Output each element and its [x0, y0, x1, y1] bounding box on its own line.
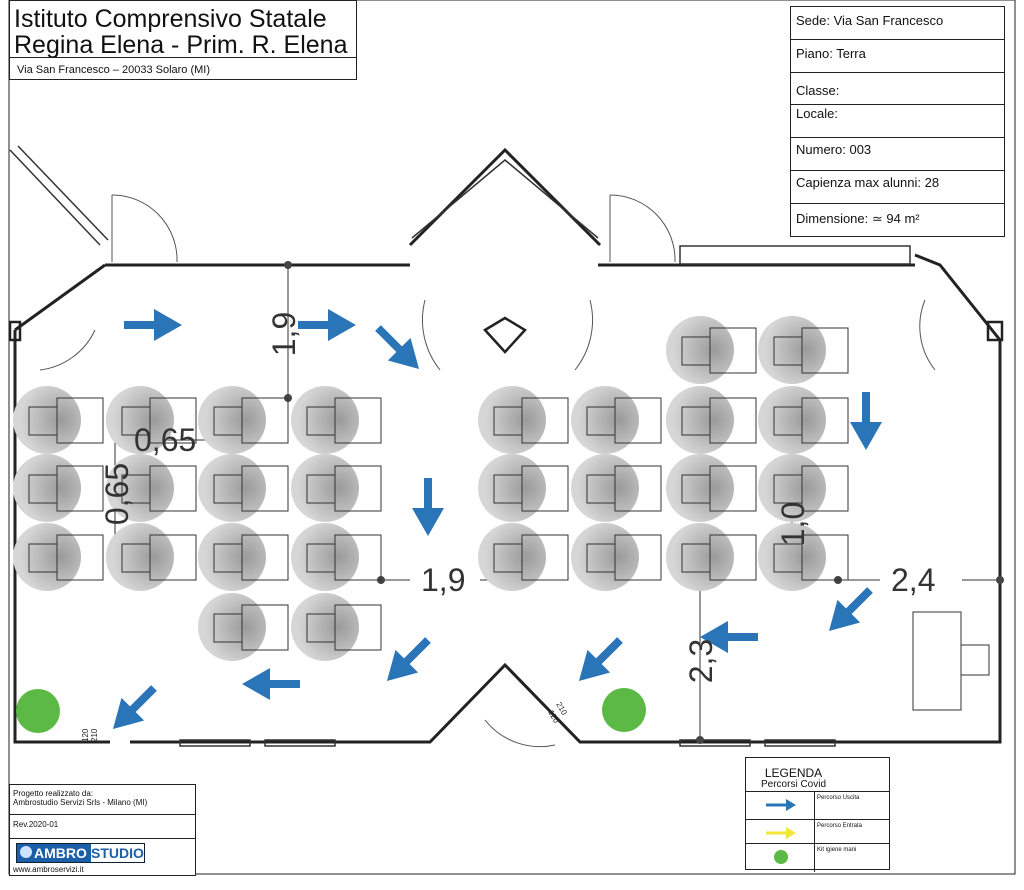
credits-rev: Rev.2020-01	[13, 820, 59, 829]
credits-web: www.ambroservizi.it	[13, 865, 84, 874]
green-dot-icon	[774, 850, 788, 864]
legend-row-entry: Percorso Entrata	[746, 819, 889, 848]
teacher-desk	[912, 611, 962, 711]
legend-entry-symbol	[746, 820, 815, 848]
info-capienza: Capienza max alunni: 28	[791, 171, 1004, 204]
info-piano: Piano: Terra	[791, 40, 1004, 73]
exit-arrow	[375, 325, 420, 370]
yellow-arrow-icon	[766, 827, 796, 839]
student-desk	[291, 454, 382, 522]
student-desk	[758, 316, 849, 384]
student-desk	[13, 386, 104, 454]
dim-label-23: 2,3	[683, 638, 720, 684]
legend-kit-label: Kit igiene mani	[817, 847, 857, 853]
logo-star-icon	[20, 846, 32, 858]
student-desk	[571, 523, 662, 591]
student-desk	[13, 454, 104, 522]
credits-line1: Progetto realizzato da:	[13, 789, 94, 798]
room-info-block: Sede: Via San Francesco Piano: Terra Cla…	[790, 6, 1005, 237]
kit-igiene-dot-left	[16, 689, 60, 733]
ambrostudio-logo: AMBRO STUDIO	[16, 843, 145, 863]
legend: LEGENDA Percorsi Covid Percorso Uscita P…	[745, 757, 890, 872]
student-desk	[106, 386, 197, 454]
dim-label-065-h: 0,65	[134, 422, 197, 458]
dim-label-10: 1,0	[775, 501, 812, 547]
student-desk	[478, 523, 569, 591]
student-desk	[571, 454, 662, 522]
exit-arrow	[850, 392, 882, 450]
legend-kit-symbol	[746, 844, 815, 872]
school-address: Via San Francesco – 20033 Solaro (MI)	[17, 64, 211, 76]
legend-exit-symbol	[746, 792, 815, 820]
student-desk	[666, 316, 757, 384]
info-locale: Locale:	[791, 105, 1004, 138]
student-desk	[106, 523, 197, 591]
student-desk	[291, 593, 382, 661]
dim-label-065-v: 0,65	[99, 462, 136, 526]
legend-row-exit: Percorso Uscita	[746, 791, 889, 820]
door-label-left-bottom: 210	[90, 728, 99, 742]
dim-label-19-mid: 1,9	[421, 562, 466, 598]
exit-arrow	[578, 637, 623, 682]
student-desk	[758, 523, 849, 591]
student-desk	[666, 386, 757, 454]
exit-arrow	[828, 587, 873, 632]
credits-block: Progetto realizzato da: Ambrostudio Serv…	[9, 784, 196, 876]
student-desk	[291, 523, 382, 591]
student-desk	[758, 454, 849, 522]
info-dimensione: Dimensione: ≃ 94 m²	[796, 211, 920, 226]
legend-row-kit: Kit igiene mani	[746, 843, 889, 872]
teacher-chair	[960, 644, 990, 676]
exit-arrow	[124, 309, 182, 341]
exit-arrow	[386, 637, 431, 682]
dim-label-24: 2,4	[891, 562, 936, 598]
student-desk	[198, 593, 289, 661]
qr-code-container[interactable]	[890, 757, 1004, 867]
school-name: Istituto Comprensivo Statale	[14, 5, 327, 33]
student-desk	[198, 454, 289, 522]
credits-line2: Ambrostudio Servizi Srls - Milano (MI)	[13, 798, 148, 807]
student-desk	[478, 386, 569, 454]
school-subname: Regina Elena - Prim. R. Elena	[14, 31, 348, 59]
title-divider	[10, 57, 356, 58]
exit-arrow	[242, 668, 300, 700]
exit-arrow	[112, 685, 157, 730]
info-numero: Numero: 003	[791, 138, 1004, 171]
blue-arrow-icon	[766, 799, 796, 811]
legend-subtitle: Percorsi Covid	[760, 779, 827, 790]
kit-igiene-dot-right	[602, 688, 646, 732]
student-desk	[666, 454, 757, 522]
exit-arrow	[700, 621, 758, 653]
door-label-left-top: 120	[81, 728, 90, 742]
student-desk	[13, 523, 104, 591]
exit-arrow	[298, 309, 356, 341]
legend-entry-label: Percorso Entrata	[817, 823, 863, 829]
student-desk	[758, 386, 849, 454]
student-desk	[198, 386, 289, 454]
info-sede: Sede: Via San Francesco	[791, 7, 1004, 40]
student-desk	[478, 454, 569, 522]
legend-title: LEGENDA	[764, 766, 823, 780]
dim-label-19-top: 1,9	[266, 311, 303, 357]
student-desk	[666, 523, 757, 591]
student-desk	[571, 386, 662, 454]
info-classe: Classe:	[791, 73, 1004, 105]
exit-arrow	[412, 478, 444, 536]
legend-exit-label: Percorso Uscita	[817, 795, 860, 801]
student-desk	[106, 454, 197, 522]
title-block: Istituto Comprensivo Statale Regina Elen…	[9, 0, 357, 80]
student-desk	[291, 386, 382, 454]
student-desk	[198, 523, 289, 591]
